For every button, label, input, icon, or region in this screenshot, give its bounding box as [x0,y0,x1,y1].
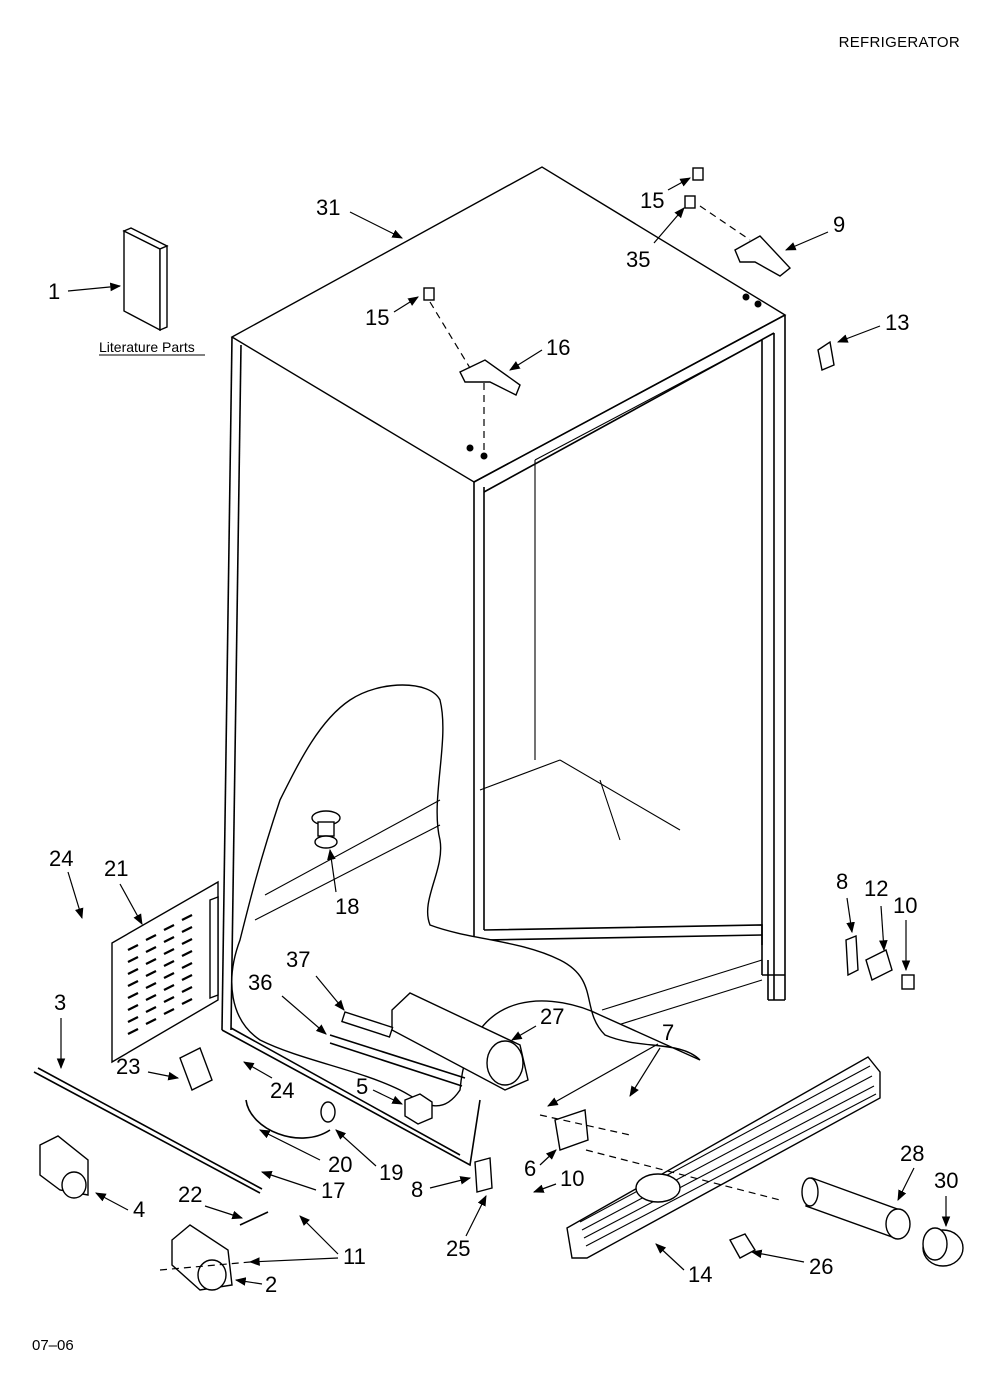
callout-12: 12 [864,876,888,901]
cabinet [221,166,787,1167]
grille-slot [127,1028,139,1035]
grille-slot [127,968,139,975]
literature-parts-label: Literature Parts [99,339,195,355]
callout-11: 11 [343,1244,366,1269]
callout-27: 27 [540,1004,564,1029]
grille-slot [181,998,193,1005]
callout-7: 7 [662,1020,674,1045]
callout-16: 16 [546,335,570,360]
page-title: REFRIGERATOR [838,34,960,51]
grille-slot [181,926,193,933]
grille-slot [145,970,157,977]
grille-slot [181,986,193,993]
callout-2: 2 [265,1272,277,1297]
date-code: 07–06 [32,1337,74,1354]
callout-3: 3 [54,990,66,1015]
grille-slot [163,960,175,967]
callout-6: 6 [524,1156,536,1181]
grille-slot [127,992,139,999]
filter-housing-27 [391,992,529,1091]
grille-slot [127,980,139,987]
callout-8a: 8 [411,1177,423,1202]
grille-slot [145,1018,157,1025]
grille-slot [163,1008,175,1015]
grille-slot [145,982,157,989]
callout-30: 30 [934,1168,958,1193]
callout-21: 21 [104,856,128,881]
grille-slot [181,914,193,921]
callout-18: 18 [335,894,359,919]
callout-10b: 10 [893,893,917,918]
grille-slot [163,996,175,1003]
callout-24a: 24 [49,846,73,871]
cutaway-section [231,684,701,1107]
callout-1: 1 [48,279,60,304]
callout-28: 28 [900,1141,924,1166]
base-grille-14 [566,1056,881,1259]
grille-slot [181,962,193,969]
callout-35: 35 [626,247,650,272]
literature-booklet: Literature Parts [99,227,205,356]
grille-slot [145,994,157,1001]
grille-slot [145,934,157,941]
callout-22: 22 [178,1182,202,1207]
callout-14: 14 [688,1262,712,1287]
grille-slot [181,938,193,945]
callout-20: 20 [328,1152,352,1177]
grille-slot [163,972,175,979]
callout-19: 19 [379,1160,403,1185]
rod-3 [33,1067,263,1194]
grille-slot [127,1016,139,1023]
grille-slot [181,950,193,957]
rear-grille-21 [111,880,219,1064]
callout-15a: 15 [365,305,389,330]
grille-slot [145,1006,157,1013]
tube-36-37 [329,1011,466,1087]
grille-slot [127,944,139,951]
grille-slot [145,946,157,953]
callout-10a: 10 [560,1166,584,1191]
callout-8b: 8 [836,869,848,894]
grille-slot [163,948,175,955]
callouts: 1 2 3 4 5 6 7 8 8 9 10 10 11 12 13 14 [48,177,958,1297]
grille-slot [145,958,157,965]
grille-slot [127,1004,139,1011]
filter-cap-30 [922,1227,964,1267]
small-parts [179,167,915,1259]
grille-slot [163,936,175,943]
callout-4: 4 [133,1197,145,1222]
callout-17: 17 [321,1178,345,1203]
callout-36: 36 [248,970,272,995]
roller-2 [159,1224,251,1291]
callout-37: 37 [286,947,310,972]
callout-5: 5 [356,1074,368,1099]
water-filter-28 [801,1177,911,1240]
grommet-18 [311,810,341,849]
grille-slot [163,924,175,931]
grille-slot [127,956,139,963]
callout-24b: 24 [270,1078,294,1103]
roller-4 [39,1135,89,1199]
callout-26: 26 [809,1254,833,1279]
grille-slot [163,984,175,991]
callout-25: 25 [446,1236,470,1261]
grille-slot [181,974,193,981]
callout-9: 9 [833,212,845,237]
callout-13: 13 [885,310,909,335]
callout-23: 23 [116,1054,140,1079]
callout-31: 31 [316,195,340,220]
callout-15b: 15 [640,188,664,213]
